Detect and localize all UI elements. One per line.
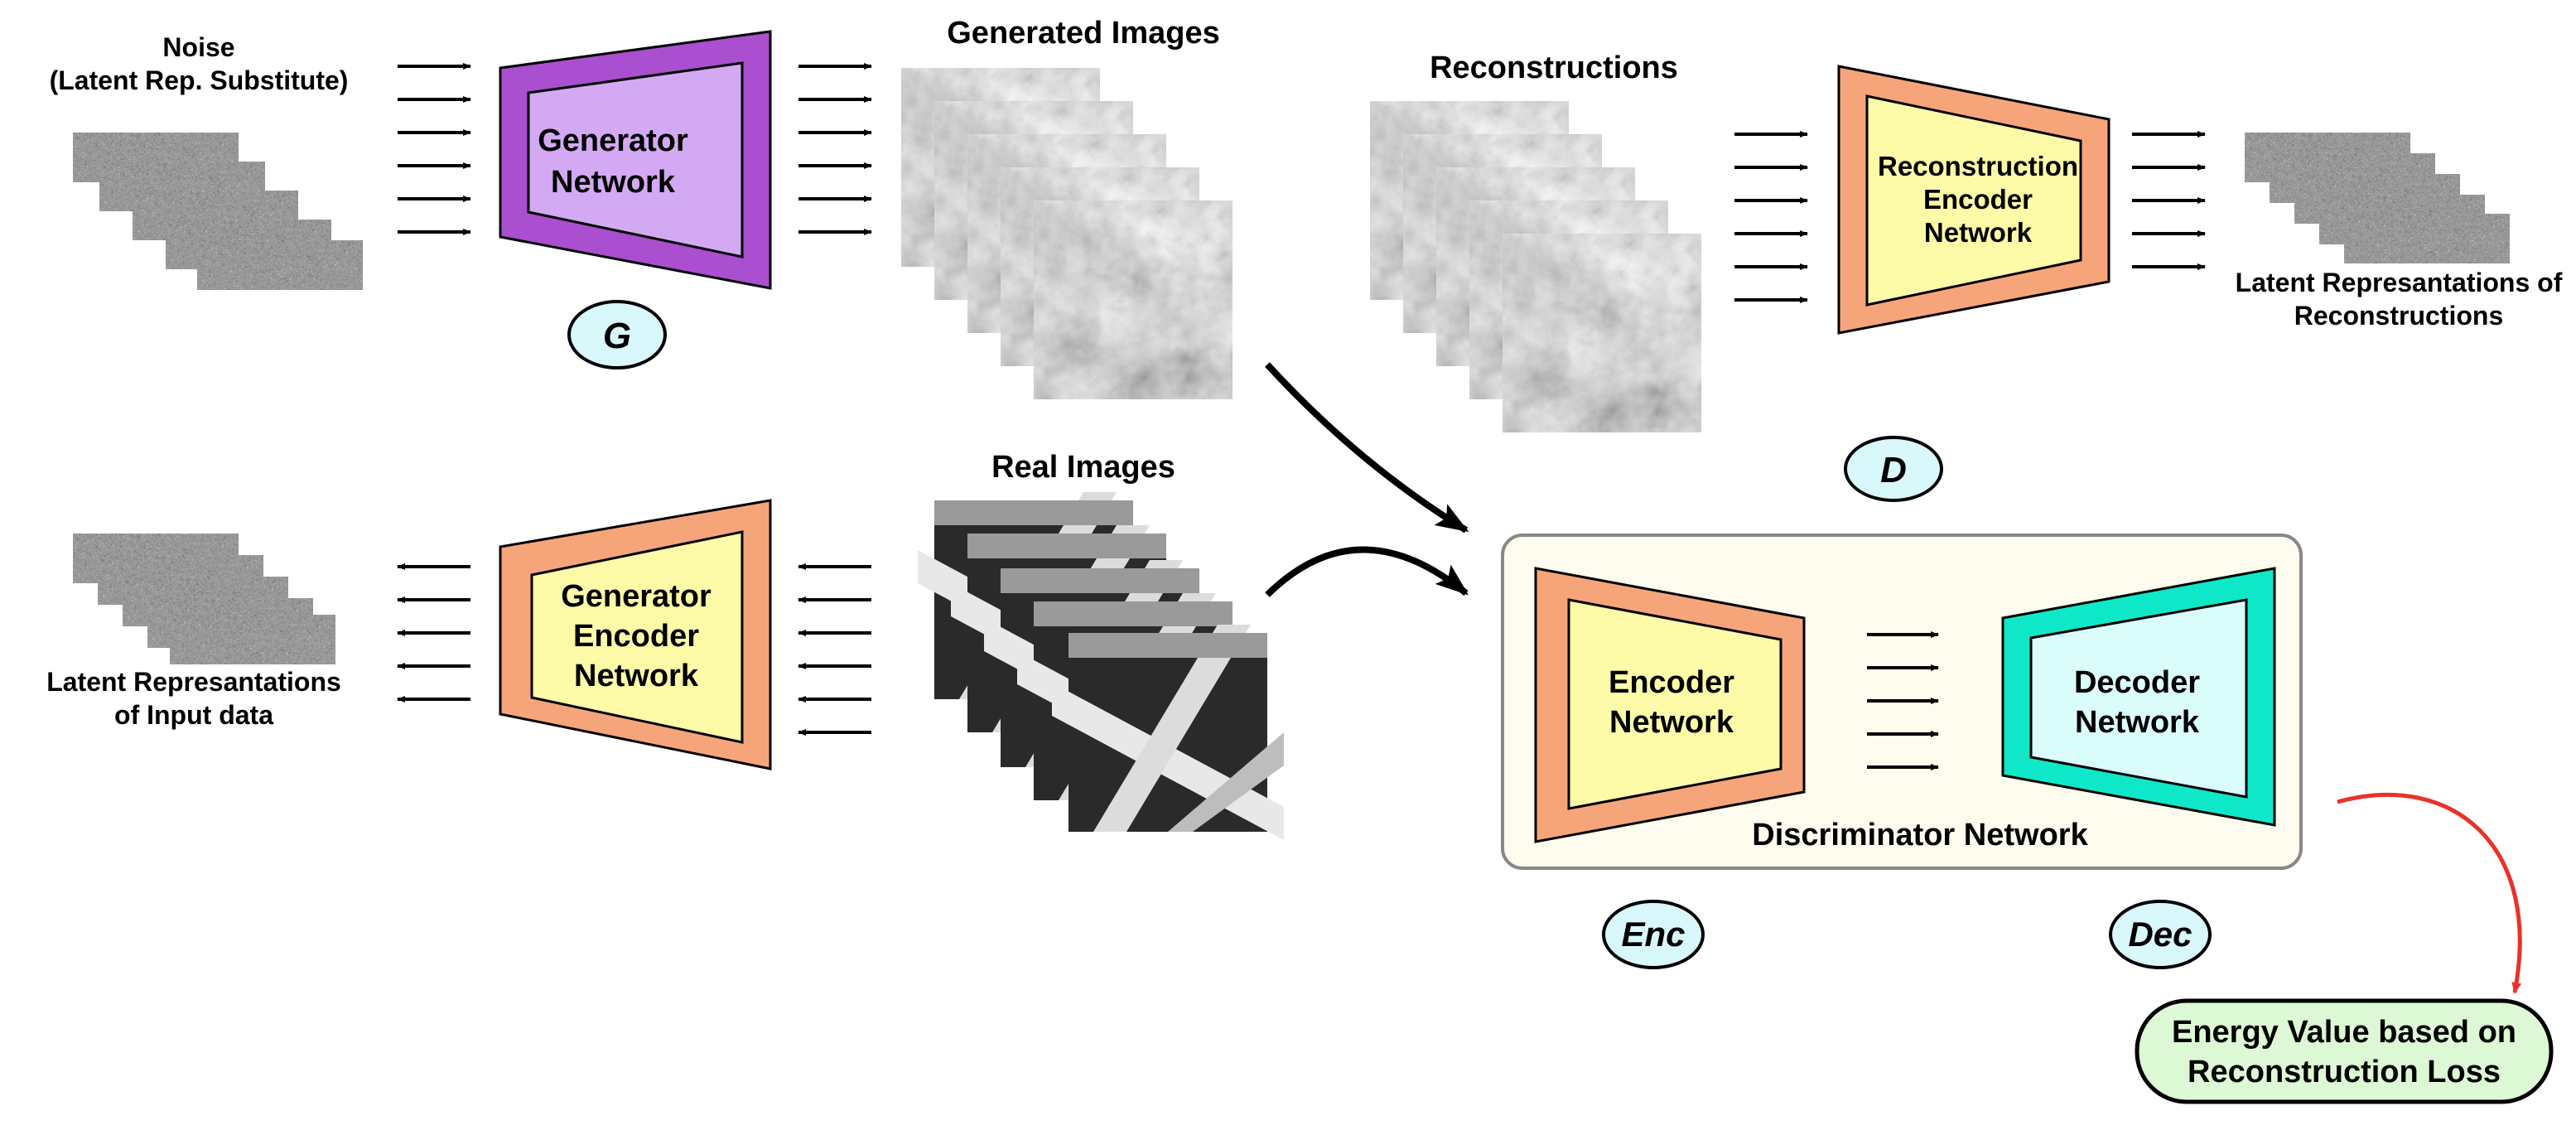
noise-label-line1: Noise (162, 32, 234, 62)
images-to-generator-encoder-arrows (798, 563, 871, 736)
discriminator-network: Encoder Network Decoder Network Discrimi… (1501, 534, 2303, 870)
reconstruction-encoder-line1: Reconstruction (1878, 151, 2078, 181)
energy-value-box: Energy Value based on Reconstruction Los… (2135, 998, 2554, 1104)
encoder-badge: Enc (1602, 900, 1705, 969)
encoder-label-line2: Network (1609, 705, 1734, 740)
noise-label-line2: (Latent Rep. Substitute) (50, 65, 349, 95)
generated-images-stack (901, 68, 1233, 399)
reconstruction-encoder-line2: Encoder (1923, 184, 2033, 215)
energy-line2: Reconstruction Loss (2188, 1055, 2501, 1089)
generator-encoder-line3: Network (574, 659, 699, 693)
real-to-discriminator-arrow (1265, 546, 1469, 597)
reconstruction-encoder-network: Reconstruction Encoder Network (1837, 65, 2110, 335)
encoder-to-latent-arrows (2132, 131, 2206, 270)
noise-label: Noise (Latent Rep. Substitute) (50, 32, 349, 95)
generator-badge-label: G (603, 316, 631, 356)
energy-line1: Energy Value based on (2172, 1015, 2516, 1050)
latent-input-vectors (73, 534, 335, 664)
real-images-title: Real Images (991, 450, 1175, 485)
discriminator-badge: D (1844, 436, 1943, 502)
generator-encoder-to-latent-arrows (397, 563, 470, 703)
noise-vectors (73, 133, 363, 290)
encoder-badge-label: Enc (1621, 915, 1685, 954)
discriminator-decoder: Decoder Network (2001, 567, 2276, 827)
discriminator-encoder: Encoder Network (1534, 567, 1806, 843)
generator-encoder-line2: Encoder (573, 619, 699, 654)
reconstructions-stack (1370, 101, 1701, 432)
generated-to-discriminator-arrow (1265, 362, 1469, 534)
reconstructions-to-encoder-arrows (1734, 131, 1808, 303)
encoder-to-decoder-arrows (1867, 631, 1939, 770)
noise-to-generator-arrows (398, 63, 471, 235)
latent-reconstructions-line2: Reconstructions (2294, 301, 2503, 331)
encoder-label-line1: Encoder (1609, 665, 1734, 700)
decoder-label-line2: Network (2075, 705, 2200, 740)
discriminator-badge-label: D (1880, 450, 1907, 490)
generator-encoder-network: Generator Encoder Network (499, 499, 772, 770)
latent-input-label: Latent Represantations of Input data (46, 667, 341, 730)
generated-images-title: Generated Images (947, 16, 1219, 51)
latent-reconstructions-line1: Latent Represantations of (2236, 268, 2563, 297)
latent-reconstructions-label: Latent Represantations of Reconstruction… (2236, 268, 2563, 331)
generator-encoder-line1: Generator (561, 579, 712, 614)
latent-input-line1: Latent Represantations (46, 667, 341, 697)
generator-network: Generator Network (499, 30, 772, 290)
reconstructions-title: Reconstructions (1430, 51, 1678, 85)
decoder-badge: Dec (2109, 900, 2212, 969)
decoder-badge-label: Dec (2128, 915, 2192, 954)
latent-input-line2: of Input data (114, 700, 273, 730)
generator-label-line2: Network (551, 165, 676, 200)
loss-arrow (2337, 792, 2522, 994)
latent-reconstruction-vectors (2245, 133, 2510, 263)
generator-label-line1: Generator (538, 123, 688, 158)
discriminator-title: Discriminator Network (1752, 818, 2088, 852)
generator-to-images-arrows (798, 63, 872, 235)
decoder-label-line1: Decoder (2074, 665, 2200, 700)
real-images-stack (918, 492, 1284, 840)
reconstruction-encoder-line3: Network (1924, 217, 2033, 248)
generator-badge: G (567, 300, 667, 369)
